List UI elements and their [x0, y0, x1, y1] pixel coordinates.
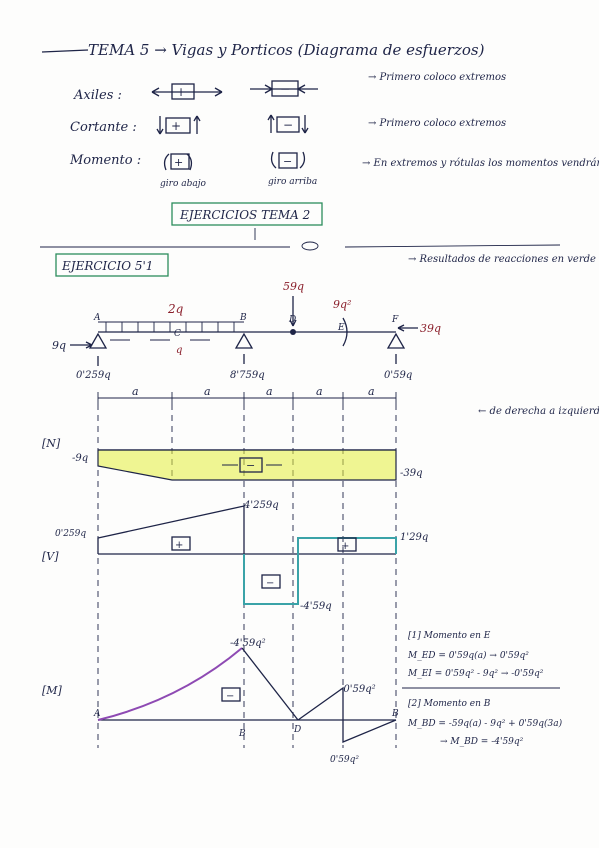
- m-peak-value: -4'59q²: [230, 638, 266, 649]
- results-note: → Resultados de reacciones en verde: [408, 254, 596, 265]
- axial-q-label: q: [176, 345, 182, 356]
- svg-text:+: +: [341, 541, 349, 552]
- moment-sub-b: giro arriba: [268, 177, 317, 187]
- reaction-a: 0'259q: [76, 370, 111, 381]
- rule-cortante-label: Cortante :: [70, 120, 137, 135]
- right-h-label: 39q: [420, 322, 441, 335]
- side-notes: [1] Momento en E M_ED = 0'59q(a) → 0'59q…: [402, 631, 563, 747]
- separator-circle: [301, 241, 319, 251]
- svg-text:+: +: [175, 540, 183, 551]
- span-1: a: [132, 385, 139, 398]
- rule-axiles-note: → Primero coloco extremos: [368, 72, 506, 83]
- n-right-value: -39q: [400, 468, 423, 479]
- m-pt-b: B: [238, 729, 246, 739]
- shear-positive-icon: +: [156, 115, 201, 135]
- pt-b: B: [239, 313, 247, 323]
- span-2: a: [204, 385, 211, 398]
- v-positive-icon-2: +: [337, 537, 357, 552]
- svg-text:+: +: [176, 85, 186, 99]
- beam-diagram: 2q q 59q 9q² 9q 39q 0'259q 8'759q 0'59q …: [52, 280, 441, 404]
- load-q-label: 2q: [167, 302, 184, 316]
- m-e-bottom-value: 0'59q²: [330, 755, 359, 765]
- v-b-top-value: 4'259q: [243, 500, 279, 511]
- rule-momento-note: → En extremos y rótulas los momentos ven…: [362, 158, 599, 169]
- rule-momento-note: → En extremos y rótulas los momentos ven…: [362, 158, 599, 169]
- v-right-value: 1'29q: [400, 532, 428, 543]
- m-pt-d: D: [293, 725, 301, 735]
- axil-compression-icon: −: [250, 80, 318, 97]
- span-5: a: [368, 385, 375, 398]
- pt-a: A: [93, 313, 101, 323]
- pt-e: E: [337, 323, 345, 333]
- page-title: TEMA 5 → Vigas y Porticos (Diagrama de e…: [88, 41, 485, 59]
- n-left-value: -9q: [72, 453, 88, 464]
- svg-text:−: −: [280, 82, 290, 96]
- v-negative-icon: −: [261, 574, 281, 589]
- svg-text:+: +: [171, 119, 181, 133]
- rule-axiles-label: Axiles :: [73, 88, 122, 103]
- shear-diagram: [V] 0'259q 4'259q -4'59q 1'29q + − +: [42, 500, 428, 612]
- note2-line2: → M_BD = -4'59q²: [440, 737, 524, 747]
- svg-text:−: −: [266, 578, 274, 589]
- moment-diagram: [M] -4'59q² -0'59q² 0'59q² − A B D B: [42, 638, 399, 765]
- v-a-value: 0'259q: [55, 529, 86, 539]
- note1-line1: M_ED = 0'59q(a) → 0'59q²: [407, 650, 529, 661]
- left-h-label: 9q: [52, 339, 66, 352]
- pt-f: F: [391, 315, 399, 325]
- axial-diagram: [N] − -9q -39q: [42, 437, 423, 481]
- point-load-label: 59q: [283, 280, 304, 293]
- n-label: [N]: [42, 437, 61, 450]
- svg-text:−: −: [226, 691, 234, 702]
- m-label: [M]: [42, 684, 63, 697]
- svg-text:−: −: [246, 459, 255, 472]
- v-positive-icon-1: +: [171, 536, 191, 551]
- exercise-title: EJERCICIO 5'1: [61, 259, 153, 273]
- moment-positive-icon: +: [163, 153, 193, 171]
- reaction-b: 8'759q: [230, 370, 265, 381]
- span-4: a: [316, 385, 323, 398]
- pt-c: C: [174, 329, 181, 339]
- title-dash: [41, 49, 89, 53]
- note1-title: [1] Momento en E: [408, 631, 491, 641]
- m-pt-a: A: [93, 709, 101, 719]
- note2-line1: M_BD = -59q(a) - 9q² + 0'59q(3a): [407, 718, 563, 729]
- span-3: a: [266, 385, 273, 398]
- svg-text:+: +: [174, 156, 183, 169]
- pt-d: D: [288, 315, 296, 325]
- note1-line2: M_EI = 0'59q² - 9q² → -0'59q²: [407, 669, 544, 679]
- axil-tension-icon: +: [151, 83, 223, 100]
- moment-sub-a: giro abajo: [160, 179, 207, 189]
- reaction-f: 0'59q: [384, 370, 412, 381]
- m-negative-icon: −: [221, 687, 241, 702]
- v-b-bottom-value: -4'59q: [300, 601, 332, 612]
- exercises-box: [171, 202, 323, 226]
- m-pt-b2: B: [391, 709, 399, 719]
- m-e-top-value: -0'59q²: [340, 684, 376, 695]
- direction-note: ← de derecha a izquierda: [478, 406, 599, 417]
- exercises-box-label: EJERCICIOS TEMA 2: [179, 208, 310, 222]
- svg-text:−: −: [283, 155, 292, 168]
- moment-negative-icon: −: [270, 151, 306, 169]
- v-label: [V]: [42, 550, 59, 563]
- rule-momento-label: Momento :: [69, 153, 141, 168]
- rule-cortante-note: → Primero coloco extremos: [368, 118, 506, 129]
- shear-negative-icon: −: [267, 114, 309, 134]
- moment-label: 9q²: [333, 298, 351, 311]
- svg-text:−: −: [283, 118, 293, 132]
- n-negative-icon: −: [222, 457, 282, 473]
- note2-title: [2] Momento en B: [408, 699, 491, 709]
- exercise-title-box: [55, 253, 169, 277]
